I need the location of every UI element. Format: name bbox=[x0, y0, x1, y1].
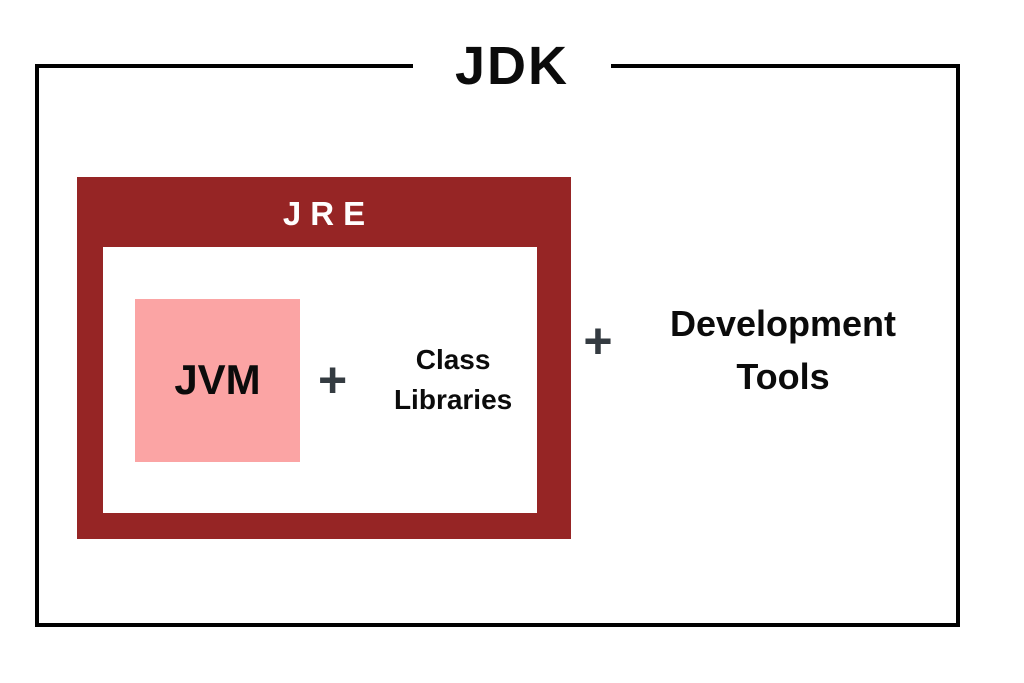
development-tools-line1: Development bbox=[669, 303, 897, 344]
jvm-label: JVM bbox=[174, 356, 261, 403]
development-tools-label: Development Tools bbox=[633, 297, 933, 403]
jvm-box: JVM bbox=[135, 298, 300, 462]
jre-box: JRE JVM + Class Libraries bbox=[77, 177, 571, 539]
jdk-title: JDK bbox=[412, 30, 612, 102]
plus-sign-outer: + bbox=[583, 313, 613, 369]
class-libraries-line1: Class bbox=[415, 344, 491, 375]
development-tools-line2: Tools bbox=[736, 356, 830, 397]
jre-inner-panel: JVM + Class Libraries bbox=[103, 247, 537, 513]
jdk-title-row: JDK bbox=[0, 30, 1024, 102]
jre-label: JRE bbox=[282, 195, 375, 232]
class-libraries-label: Class Libraries bbox=[369, 340, 537, 420]
class-libraries-line2: Libraries bbox=[393, 384, 513, 415]
plus-sign-inner: + bbox=[318, 352, 348, 408]
